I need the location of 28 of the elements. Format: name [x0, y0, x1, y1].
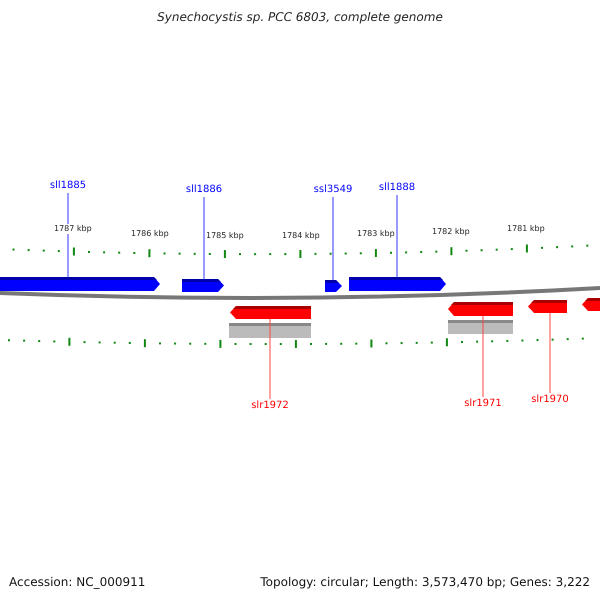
gene-label: sll1888 — [367, 182, 427, 194]
footer-text: Accession: NC_000911 — [9, 575, 146, 589]
scale-label: 1782 kbp — [432, 227, 470, 237]
gene-label: sll1886 — [174, 184, 234, 196]
scale-label: 1786 kbp — [131, 229, 169, 239]
gene-block — [528, 300, 567, 313]
gene-block — [230, 306, 311, 319]
scale-label: 1783 kbp — [357, 229, 395, 239]
gene-block — [325, 280, 342, 292]
leader-line — [332, 196, 334, 280]
gene-block — [182, 279, 224, 292]
chart-title: Synechocystis sp. PCC 6803, complete genome — [156, 10, 444, 24]
gene-label: ssl3549 — [303, 184, 363, 196]
leader-line — [482, 316, 484, 398]
scale-label: 1781 kbp — [507, 224, 545, 234]
scale-label: 1785 kbp — [206, 231, 244, 241]
gene-label: slr1971 — [453, 398, 513, 410]
gene-block — [0, 277, 160, 291]
gene-label: sll1885 — [38, 180, 98, 192]
gene-label: slr1970 — [520, 394, 580, 406]
gene-block — [582, 298, 600, 311]
gene-label: slr1972 — [240, 400, 300, 412]
footer-text: Topology: circular; Length: 3,573,470 bp; Genes: 3,222 — [260, 575, 590, 589]
gene-block — [448, 302, 513, 316]
scale-label: 1784 kbp — [282, 231, 320, 241]
gene-block — [349, 277, 446, 291]
leader-line — [396, 194, 398, 278]
scale-label: 1787 kbp — [54, 224, 92, 234]
